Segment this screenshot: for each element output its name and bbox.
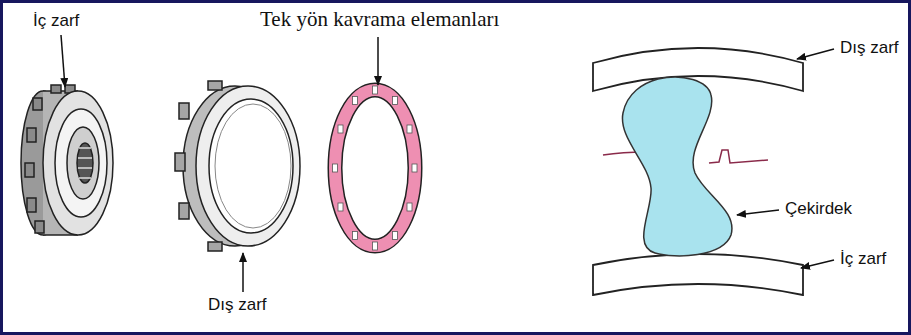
clutch-illustration — [3, 3, 908, 332]
sectional-view-drawing — [593, 48, 803, 295]
inner-race-drawing — [21, 85, 113, 235]
part-label: Tek yön kavrama elemanları — [258, 7, 501, 32]
part-label: Dış zarf — [206, 295, 269, 315]
part-label: İç zarf — [31, 11, 81, 31]
leader-lines — [61, 35, 834, 292]
outer-race-drawing — [175, 81, 300, 251]
sprag-cage-drawing — [333, 86, 418, 250]
part-label: Dış zarf — [838, 38, 901, 58]
part-label: Çekirdek — [783, 199, 854, 219]
part-label: İç zarf — [838, 249, 888, 269]
